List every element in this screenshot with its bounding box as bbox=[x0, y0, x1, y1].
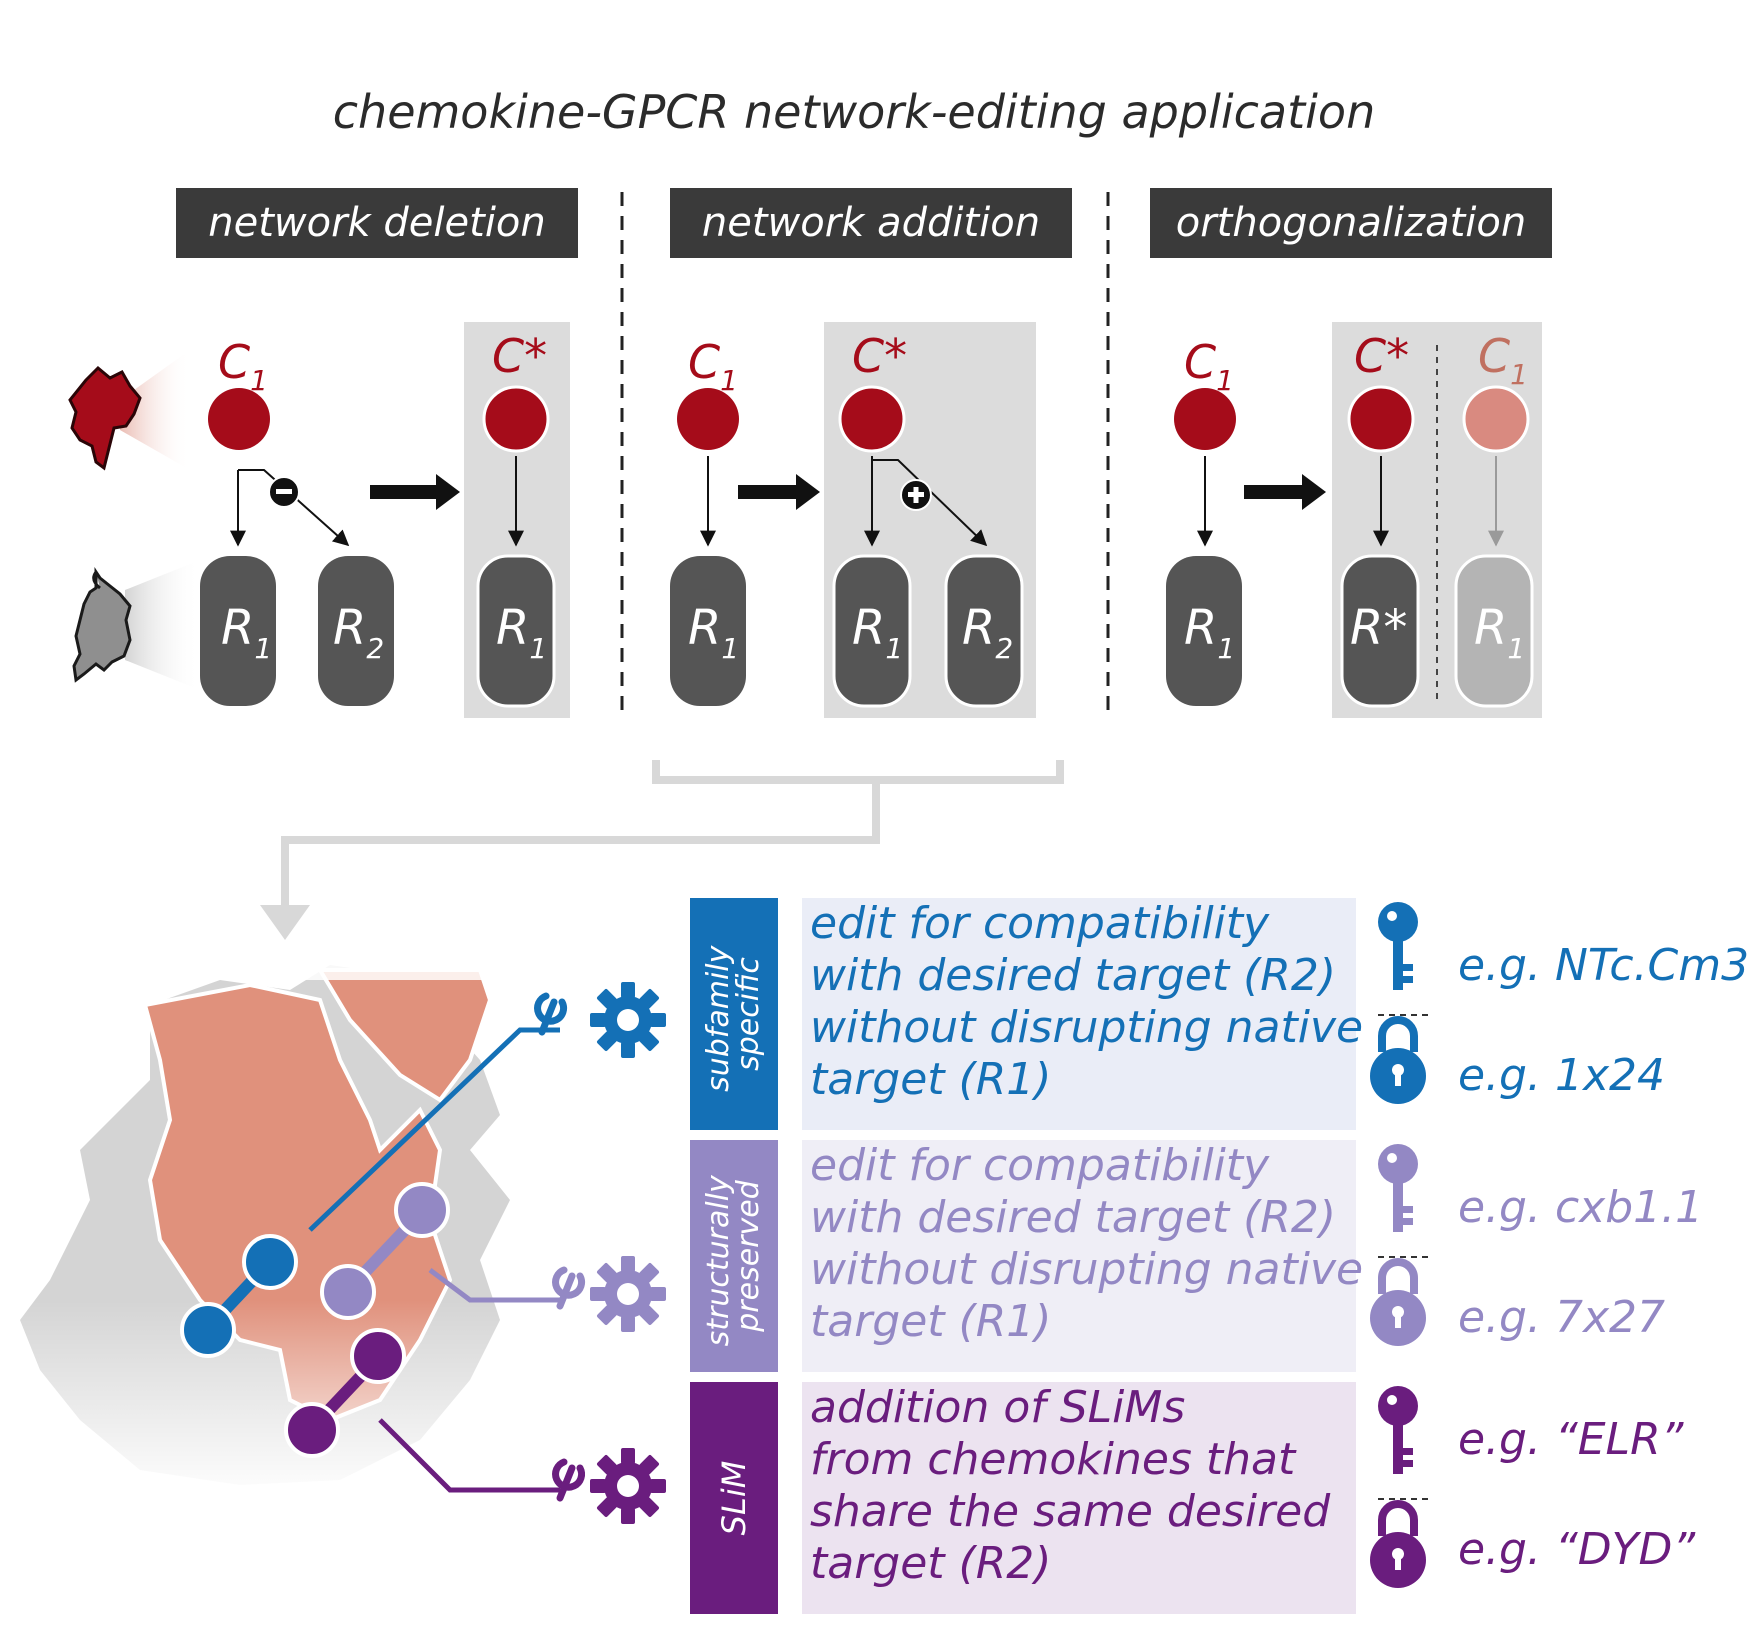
lock-example: e.g. 1x24 bbox=[1458, 1050, 1665, 1101]
chemokine-glow bbox=[120, 350, 190, 470]
label-c1: C1 bbox=[1184, 335, 1234, 397]
chemokine-c1-ortho bbox=[1174, 388, 1236, 450]
residue-pair-subfamily bbox=[180, 1234, 298, 1358]
key-example: e.g. cxb1.1 bbox=[1458, 1182, 1703, 1233]
strategy-tag-structural bbox=[690, 1140, 778, 1372]
callout-line-subfamily bbox=[308, 1027, 560, 1232]
strategy-tag-label: structurally preserved bbox=[701, 1166, 766, 1347]
strategy-desc-bg-slim bbox=[802, 1382, 1356, 1614]
receptor-r1-faded: R1 bbox=[1454, 554, 1534, 708]
bracket-connector bbox=[281, 760, 1064, 910]
tag-label: network deletion bbox=[208, 200, 546, 246]
chemokine-cstar-ortho bbox=[1347, 385, 1415, 453]
callout-line-slim bbox=[378, 1418, 560, 1493]
chemokine-cell-icon bbox=[68, 365, 142, 471]
wrench-icon bbox=[556, 1270, 582, 1306]
lock-example: e.g. 7x27 bbox=[1458, 1292, 1665, 1343]
plus-badge-v bbox=[913, 487, 919, 503]
label-c-star: C* bbox=[1354, 329, 1409, 383]
receptor-r1: R1 bbox=[476, 554, 556, 708]
tag-network-deletion: network deletion bbox=[176, 188, 578, 258]
gear-icon bbox=[590, 1448, 666, 1524]
strategy-description: edit for compatibility with desired targ… bbox=[810, 898, 1377, 1105]
strategy-tag-label: subfamily specific bbox=[701, 936, 766, 1092]
strategy-description: edit for compatibility with desired targ… bbox=[810, 1140, 1377, 1347]
receptor-r2: R2 bbox=[944, 554, 1024, 708]
residue-pair-structural bbox=[320, 1182, 450, 1320]
receptor-r1: R1 bbox=[670, 556, 746, 706]
wrench-icon bbox=[538, 996, 564, 1032]
residue-pair-slim bbox=[284, 1328, 406, 1458]
chemokine-cstar-addition bbox=[838, 385, 906, 453]
callout-line-structural bbox=[428, 1268, 560, 1303]
lock-icon bbox=[1370, 1020, 1426, 1104]
figure-title: chemokine-GPCR network-editing applicati… bbox=[333, 85, 1375, 139]
branch-c1-r2 bbox=[238, 469, 350, 547]
tag-label: network addition bbox=[702, 200, 1040, 246]
strategy-tag-label: SLiM bbox=[715, 1461, 753, 1536]
branch-cstar-r2 bbox=[871, 456, 988, 547]
tag-network-addition: network addition bbox=[670, 188, 1072, 258]
tag-orthogonalization: orthogonalization bbox=[1150, 188, 1552, 258]
label-c1: C1 bbox=[688, 335, 738, 397]
key-example: e.g. “ELR” bbox=[1458, 1414, 1685, 1465]
strategy-desc-bg-structural bbox=[802, 1140, 1356, 1372]
protein-top-fade bbox=[120, 940, 500, 980]
key-icon bbox=[1378, 1386, 1418, 1474]
protein-fade bbox=[0, 1300, 560, 1500]
strategy-desc-bg-subfamily bbox=[802, 898, 1356, 1130]
chemokine-c1-addition bbox=[677, 388, 739, 450]
strategy-tag-subfamily bbox=[690, 898, 778, 1130]
wrench-icon bbox=[556, 1462, 582, 1498]
strategy-tag-slim bbox=[690, 1382, 778, 1614]
receptor-r-star: R* bbox=[1340, 554, 1420, 708]
label-c1: C1 bbox=[218, 335, 268, 397]
receptor-r1: R1 bbox=[832, 554, 912, 708]
gear-icon bbox=[590, 1256, 666, 1332]
lock-icon bbox=[1370, 1262, 1426, 1346]
svg-text:R*: R* bbox=[1350, 600, 1407, 656]
receptor-glow bbox=[125, 560, 200, 690]
tag-label: orthogonalization bbox=[1176, 200, 1527, 246]
key-icon bbox=[1378, 1144, 1418, 1232]
transition-arrowhead bbox=[436, 474, 460, 510]
receptor-r2: R2 bbox=[318, 556, 394, 706]
strategy-description: addition of SLiMs from chemokines that s… bbox=[810, 1382, 1344, 1589]
chemokine-cstar-deletion bbox=[482, 385, 550, 453]
label-c-star: C* bbox=[852, 329, 907, 383]
receptor-r1: R1 bbox=[1166, 556, 1242, 706]
receptor-cell-icon bbox=[72, 567, 132, 683]
minus-badge-sign bbox=[276, 489, 292, 494]
lock-icon bbox=[1370, 1504, 1426, 1588]
chemokine-c1-faded bbox=[1462, 385, 1530, 453]
transition-arrowhead bbox=[1302, 474, 1326, 510]
key-example: e.g. NTc.Cm3 bbox=[1458, 940, 1748, 991]
gear-icon bbox=[590, 982, 666, 1058]
label-c-star: C* bbox=[492, 329, 547, 383]
key-icon bbox=[1378, 902, 1418, 990]
transition-arrowhead bbox=[796, 474, 820, 510]
lock-example: e.g. “DYD” bbox=[1458, 1524, 1696, 1575]
receptor-r1: R1 bbox=[200, 556, 276, 706]
bracket-arrowhead bbox=[260, 905, 310, 940]
chemokine-c1-deletion bbox=[208, 388, 270, 450]
svg-text:R1: R1 bbox=[852, 600, 903, 665]
